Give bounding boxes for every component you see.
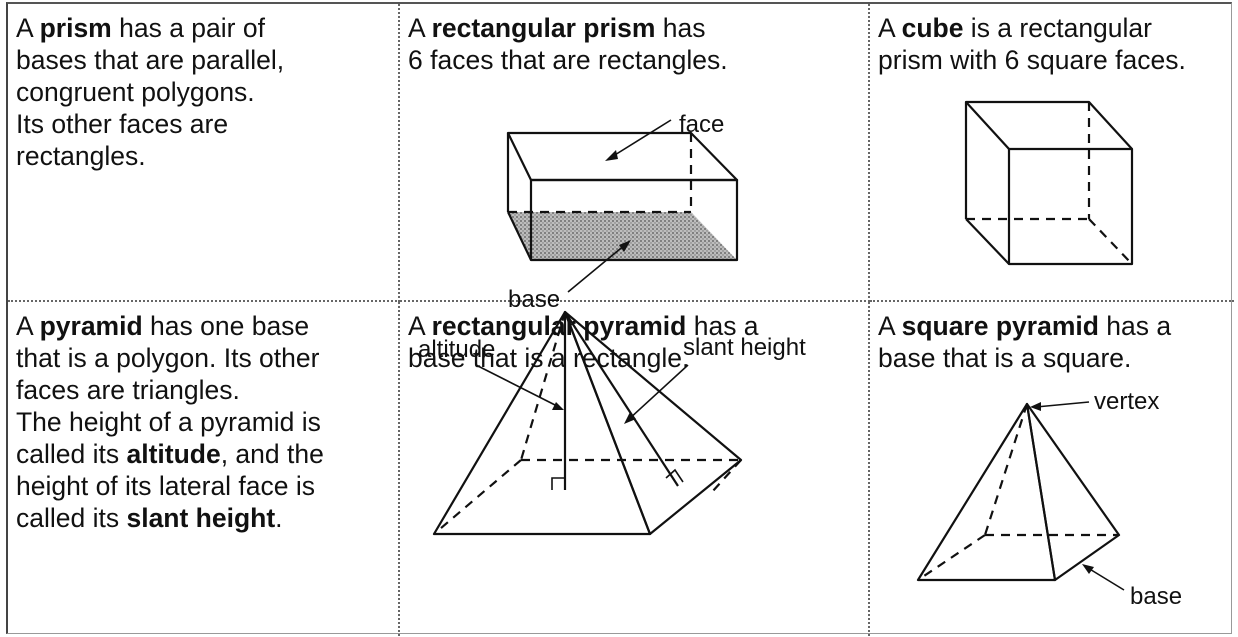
prism-line-2: bases that are parallel, [16,45,285,75]
definitions-table: A prism has a pair of bases that are par… [6,2,1234,636]
text: A [16,311,40,341]
label-base: base [1130,583,1182,610]
term-pyramid: pyramid [39,311,143,341]
slant-height-line [564,311,679,487]
text: has a [1098,311,1172,341]
prism-line-1: A prism has a pair of [16,12,392,44]
pyramid-line-5: called its altitude, and the [16,438,392,470]
prism-line-4: Its other faces are [16,109,229,139]
rect-pyramid-line-2: base that is a rectangle. [408,343,690,373]
pyramid-line-6: height of its lateral face is [16,471,316,501]
term-prism: prism [39,13,112,43]
text: . [275,503,283,533]
text: called its [16,439,127,469]
pyramid-definition: A pyramid has one base that is a polygon… [16,310,392,534]
side-face-outline [563,310,743,536]
term-altitude: altitude [126,439,221,469]
text: A [16,13,40,43]
edge [965,101,1010,150]
text: is a rectangular [963,13,1152,43]
pyramid-line-2: that is a polygon. Its other [16,343,320,373]
term-rectangular-prism: rectangular prism [431,13,656,43]
face-leader-line [609,119,672,159]
base-leader-line [567,243,627,293]
top-face-outline [506,131,739,182]
cell-square-pyramid: A square pyramid has a base that is a sq… [870,302,1234,636]
square-pyramid-line-2: base that is a square. [878,343,1132,373]
arrowhead-icon [624,412,636,424]
text: has one base [142,311,310,341]
cube-definition: A cube is a rectangular prism with 6 squ… [878,12,1228,76]
rectangular-pyramid-definition: A rectangular pyramid has a base that is… [408,310,862,374]
arrowhead-icon [552,402,564,410]
arrowhead-icon [1030,402,1041,411]
text: A [408,311,432,341]
pyramid-line-3: faces are triangles. [16,375,240,405]
hidden-edge [1088,218,1133,265]
prism-line-3: congruent polygons. [16,77,255,107]
base-leader-line [1087,567,1125,591]
arrowhead-icon [619,240,631,252]
label-face: face [679,111,724,138]
prism-definition: A prism has a pair of bases that are par… [16,12,392,172]
arrowhead-icon [605,150,618,161]
label-vertex: vertex [1094,388,1159,415]
edge [965,218,1010,265]
term-square-pyramid: square pyramid [901,311,1099,341]
hidden-edge [917,534,986,581]
text: has a [686,311,759,341]
cell-rectangular-prism: A rectangular prism has 6 faces that are… [400,4,870,313]
vertex-leader-line [1035,401,1090,408]
cube-line-1: A cube is a rectangular [878,12,1228,44]
cell-prism: A prism has a pair of bases that are par… [8,4,400,302]
front-face-outline [1007,147,1134,266]
prism-line-5: rectangles. [16,141,146,171]
cell-pyramid: A pyramid has one base that is a polygon… [8,302,400,636]
cube-line-2: prism with 6 square faces. [878,45,1186,75]
side-face-outline [1025,402,1121,582]
slant-leader-line [627,364,689,421]
pyramid-line-7: called its slant height. [16,502,392,534]
arrowhead-icon [1082,564,1094,574]
label-altitude: altitude [418,336,495,363]
text: A [408,13,432,43]
front-face-outline [916,402,1057,582]
square-pyramid-figure: vertex base [916,388,1182,610]
hidden-edge [519,311,567,461]
term-slant-height: slant height [126,503,276,533]
rectangular-pyramid-figure: altitude slant height [418,310,806,536]
text: has a pair of [111,13,265,43]
hidden-edge [433,459,522,535]
rect-prism-line-1: A rectangular prism has [408,12,862,44]
rect-prism-line-2: 6 faces that are rectangles. [408,45,728,75]
text: , and the [220,439,324,469]
rectangular-prism-definition: A rectangular prism has 6 faces that are… [408,12,862,76]
edge [507,211,532,261]
back-edges [964,100,1133,219]
text: A [878,13,902,43]
shaded-base-face [508,212,737,260]
text: called its [16,503,127,533]
cube-figure [964,100,1134,266]
right-angle-mark [665,468,684,483]
front-face-outline [529,178,739,262]
term-cube: cube [901,13,964,43]
right-angle-mark [551,477,565,490]
altitude-leader-line [475,364,560,408]
pyramid-line-1: A pyramid has one base [16,310,392,342]
text: A [878,311,902,341]
cell-cube: A cube is a rectangular prism with 6 squ… [870,4,1234,302]
pyramid-line-4: The height of a pyramid is [16,407,321,437]
label-slant-height: slant height [683,334,806,361]
text: has [655,13,706,43]
hidden-edge [983,403,1029,536]
label-base: base [508,286,560,313]
square-pyramid-line-1: A square pyramid has a [878,310,1228,342]
cell-rectangular-pyramid: A rectangular pyramid has a base that is… [400,302,870,636]
square-pyramid-definition: A square pyramid has a base that is a sq… [878,310,1228,374]
rectangular-prism-figure: face base [506,111,739,313]
